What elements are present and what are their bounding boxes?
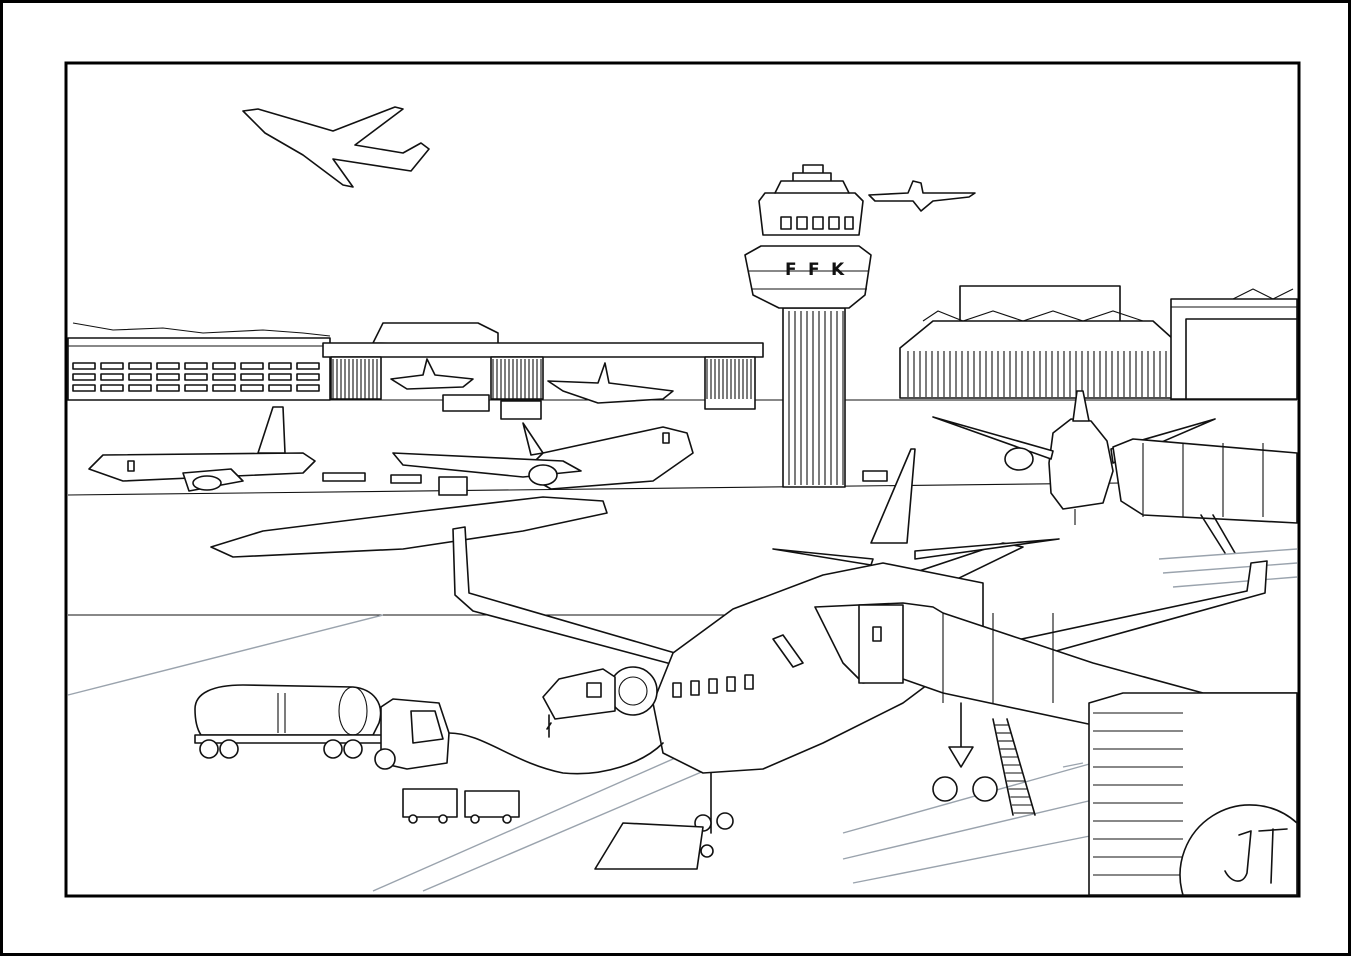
- control-tower: F F K: [744, 164, 872, 488]
- luggage-carts-front: [402, 788, 520, 824]
- apron-markings-right: [1158, 548, 1298, 588]
- plane-cargo: [392, 422, 694, 490]
- plane-distant-2: [547, 362, 674, 404]
- plane-flying-right: [868, 180, 976, 212]
- service-van: [542, 668, 616, 738]
- jet-bridge-right: [1112, 438, 1298, 554]
- coloring-page: F F K: [3, 3, 1348, 953]
- plane-left-taxiing: [88, 406, 316, 492]
- tower-letter-3: K: [831, 260, 845, 280]
- tower-letter-2: F: [808, 260, 820, 280]
- airport-line-drawing: F F K: [64, 61, 1301, 898]
- aircraft-tug: [594, 822, 704, 870]
- fuel-tanker-truck: [194, 684, 664, 775]
- luggage-carts-distant: [442, 394, 542, 420]
- tower-letter-1: F: [785, 260, 797, 280]
- plane-flying-left: [242, 106, 430, 188]
- central-terminal: [322, 322, 764, 410]
- right-terminal: [899, 285, 1298, 400]
- left-terminal: [67, 322, 331, 401]
- field-signs: [322, 470, 888, 496]
- artist-signature: [1224, 828, 1288, 884]
- grass-strip: [210, 496, 608, 558]
- front-terminal-building: [1088, 692, 1298, 896]
- plane-distant-1: [390, 358, 474, 390]
